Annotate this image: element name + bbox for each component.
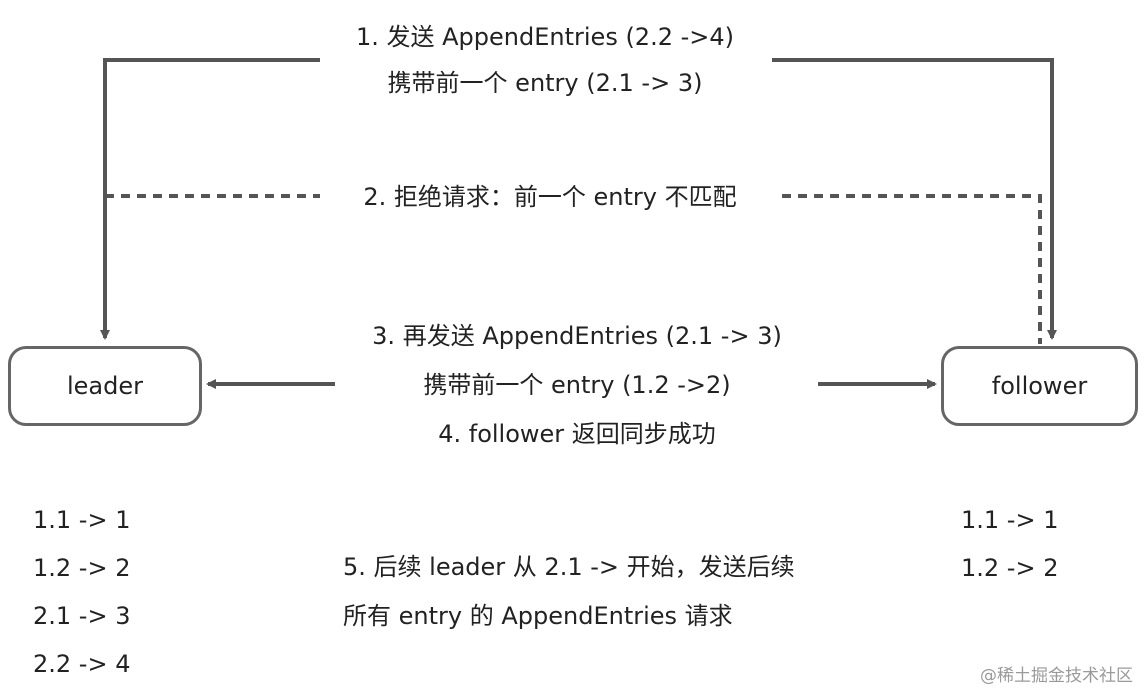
step2-dashed-right-segment [782,194,1042,344]
follower-node: follower [941,346,1138,426]
watermark: @稀土掘金技术社区 [980,666,1133,686]
follower-log-entry: 1.2 -> 2 [961,554,1059,582]
step3-label-line2: 携带前一个 entry (1.2 ->2) [417,370,737,400]
follower-log-entry: 1.1 -> 1 [961,506,1059,534]
step4-label: 4. follower 返回同步成功 [432,419,722,449]
step5-label-line1: 5. 后续 leader 从 2.1 -> 开始，发送后续 [343,553,795,581]
step1-arrow-right-segment [772,58,1057,340]
step5-label-line2: 所有 entry 的 AppendEntries 请求 [343,602,733,630]
step1-label-line1: 1. 发送 AppendEntries (2.2 ->4) [349,22,741,52]
step1-arrow-left-segment [100,58,320,340]
leader-label: leader [66,372,143,400]
leader-log-entry: 1.1 -> 1 [33,506,131,534]
step2-label: 2. 拒绝请求：前一个 entry 不匹配 [357,182,743,212]
leader-log-entry: 2.2 -> 4 [33,650,131,678]
follower-label: follower [991,372,1088,400]
step3-label-line1: 3. 再发送 AppendEntries (2.1 -> 3) [366,321,788,351]
leader-log-entry: 1.2 -> 2 [33,554,131,582]
leader-node: leader [8,346,202,426]
leader-log-entry: 2.1 -> 3 [33,602,131,630]
step1-label-line2: 携带前一个 entry (2.1 -> 3) [381,68,709,98]
